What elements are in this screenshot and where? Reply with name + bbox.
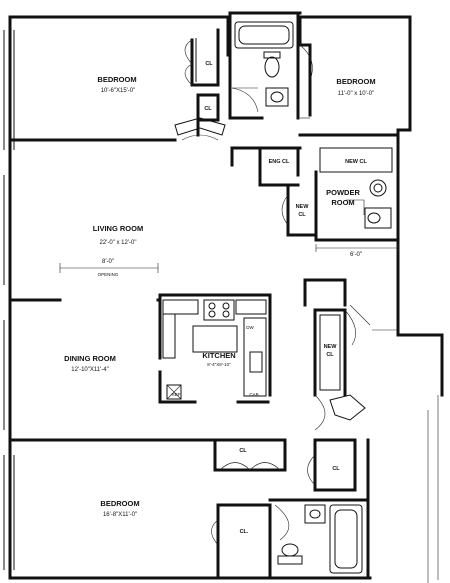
closet-label-central: CL <box>326 352 334 358</box>
cabinet-label: CAB <box>249 392 258 397</box>
dining-room-dims: 12'-10"X11'-4" <box>71 367 108 373</box>
powder-width: 6'-0" <box>350 252 362 258</box>
kitchen-dims: 8'-4"X8'-10" <box>207 362 231 367</box>
hall-closets <box>230 146 400 252</box>
dining-room-name: DINING ROOM <box>64 354 116 363</box>
bedroom-bottom-name: BEDROOM <box>100 499 139 508</box>
powder-room-line1: POWDER <box>326 188 360 197</box>
closet-label-side: CL <box>298 212 306 218</box>
closet-label-small: CL <box>204 106 212 112</box>
closet-label-bottom: CL. <box>240 529 249 535</box>
left-windows <box>3 30 15 570</box>
kitchen-name: KITCHEN <box>202 351 235 360</box>
outer-walls <box>8 11 444 583</box>
opening-label: OPENING <box>98 272 119 277</box>
refrigerator-label: REF <box>172 392 181 397</box>
new-label-side: NEW <box>296 204 310 210</box>
bedroom-top-left-dims: 10'-6"X15'-0" <box>101 88 136 94</box>
bedroom-top-right-walls <box>298 15 405 137</box>
kitchen <box>158 293 272 404</box>
living-room-walls <box>8 263 162 302</box>
hall-doors <box>174 117 226 141</box>
central-hall <box>303 278 398 431</box>
living-room-name: LIVING ROOM <box>93 224 143 233</box>
opening-width: 8'-0" <box>102 259 114 265</box>
closet-label-top-left: CL <box>205 61 213 67</box>
bottom-bedroom-walls <box>8 438 370 580</box>
bedroom-top-left-walls <box>8 28 220 142</box>
new-label-central: NEW <box>324 344 338 350</box>
living-room-dims: 22'-0" x 12'-0" <box>100 240 137 246</box>
eng-closet-label: ENG CL <box>269 159 290 165</box>
bedroom-top-right-name: BEDROOM <box>336 77 375 86</box>
closet-label-bottom-right: CL <box>332 466 340 472</box>
closet-label-bottom-mid: CL <box>239 448 247 454</box>
top-bathroom <box>228 11 300 120</box>
new-closet-label-hall: NEW CL <box>345 159 367 165</box>
bedroom-top-left-name: BEDROOM <box>97 75 136 84</box>
bedroom-bottom-dims: 16'-8"X11'-0" <box>103 512 137 518</box>
dishwasher-label: DW <box>246 325 254 330</box>
bedroom-top-right-dims: 11'-0" x 10'-0" <box>338 91 374 97</box>
powder-room-line2: ROOM <box>331 198 354 207</box>
